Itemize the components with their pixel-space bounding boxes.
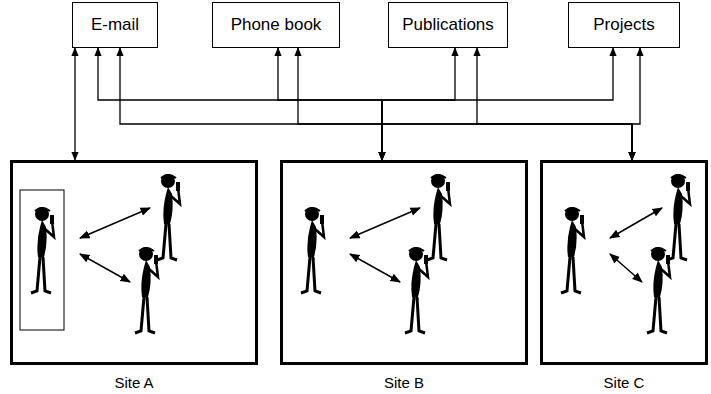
site-label: Site C xyxy=(543,374,705,391)
site-box: Site B xyxy=(280,160,528,365)
connector xyxy=(382,48,455,160)
connector xyxy=(120,48,632,160)
connector xyxy=(382,48,613,160)
box-label: Projects xyxy=(593,15,654,35)
site-b-people xyxy=(301,174,450,333)
connector xyxy=(278,48,382,160)
box-label: E-mail xyxy=(91,15,139,35)
connector xyxy=(98,48,382,160)
box-label: Phone book xyxy=(231,15,322,35)
site-c-people xyxy=(561,174,690,333)
service-box: Phone book xyxy=(212,2,340,48)
site-label: Site A xyxy=(13,374,255,391)
site-label: Site B xyxy=(283,374,525,391)
highlight-frame xyxy=(20,190,64,330)
site-a-people xyxy=(20,174,180,333)
connector xyxy=(477,48,632,160)
site-box: Site C xyxy=(540,160,708,365)
connector xyxy=(74,48,75,160)
service-box: Projects xyxy=(568,2,680,48)
box-label: Publications xyxy=(402,15,494,35)
service-box: Publications xyxy=(388,2,508,48)
connector xyxy=(298,48,632,160)
site-box: Site A xyxy=(10,160,258,365)
connector xyxy=(632,48,640,160)
service-box: E-mail xyxy=(72,2,158,48)
